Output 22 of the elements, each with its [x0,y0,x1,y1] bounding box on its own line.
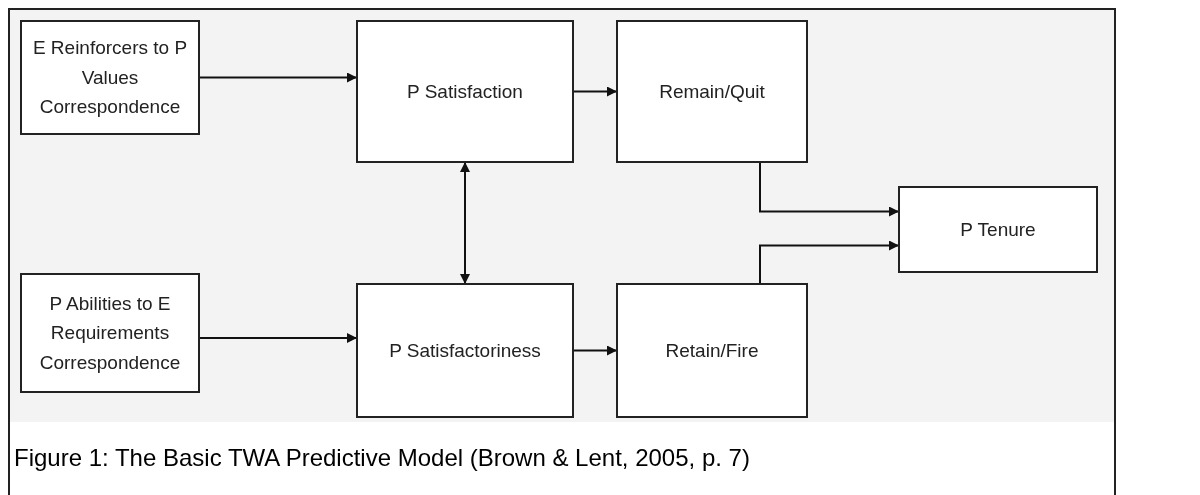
box-label: Retain/Fire [665,338,759,363]
process-box [898,186,1098,273]
process-box [616,20,808,163]
arrow [759,162,899,217]
arrow [573,345,617,356]
box-label: P Abilities to E Requirements Correspondence [38,291,182,375]
box-label: P Tenure [960,217,1036,242]
box-label: P Satisfaction [407,79,523,104]
arrow [199,72,357,83]
process-box [356,20,574,163]
arrow [460,162,470,284]
process-box [356,283,574,418]
arrow [573,86,617,97]
arrow [199,333,357,343]
box-label: E Reinforcers to P Values Correspondence [31,36,189,120]
process-box [20,20,200,135]
process-box [20,273,200,393]
process-box [616,283,808,418]
arrow [759,240,899,284]
figure-caption: Figure 1: The Basic TWA Predictive Model (Brown & Lent, 2005, p. 7) [14,443,750,473]
box-label: P Satisfactoriness [389,338,541,363]
box-label: Remain/Quit [659,79,765,104]
